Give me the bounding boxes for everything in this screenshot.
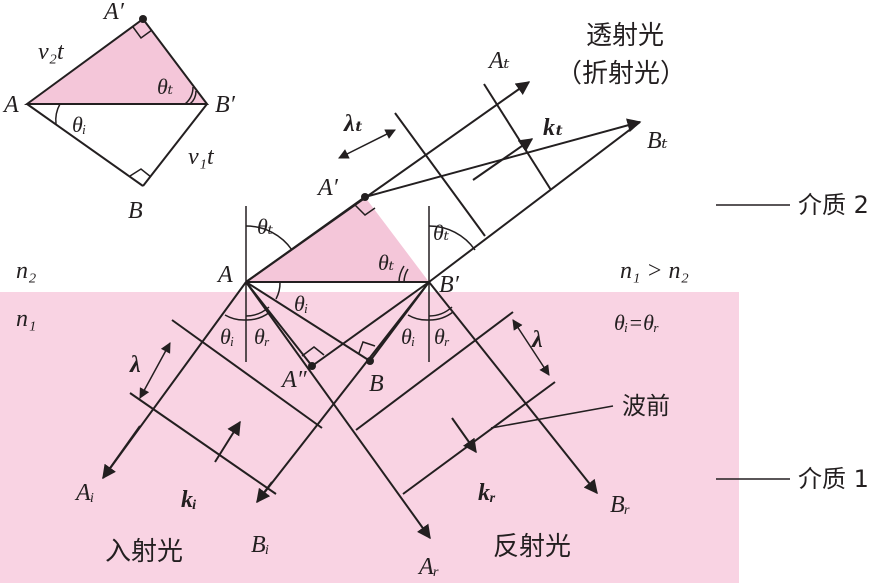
inset-label-a: A [2, 92, 19, 118]
label-medium-1: 介质 1 [798, 465, 869, 493]
label-point-b: B [369, 371, 384, 397]
label-a-t: Aₜ [487, 48, 510, 74]
angle-theta-t-triangle: θₜ [378, 250, 395, 275]
label-k-i: kᵢ [181, 487, 197, 513]
label-a-r: Aᵣ [417, 554, 440, 580]
label-point-a-double-prime: A″ [280, 367, 308, 393]
transmitted-ray-a [245, 81, 531, 283]
medium-1-region [0, 292, 739, 583]
label-n2: n₂ [16, 258, 36, 284]
label-b-r: Bᵣ [610, 492, 631, 518]
caption-refracted: （折射光） [556, 59, 686, 89]
angle-theta-i-left: θᵢ [220, 324, 234, 349]
inset-label-a-prime: A′ [102, 0, 125, 25]
main-shaded-triangle [246, 197, 429, 282]
inset-diagram: A A′ B′ B v₂t v₁t θᵢ θₜ [2, 0, 236, 224]
label-k-r: kᵣ [478, 480, 496, 506]
point-b-dot [366, 357, 374, 365]
reflected-ray-b [428, 281, 598, 495]
point-a-prime-dot [361, 193, 369, 201]
inset-label-v1t: v₁t [188, 144, 215, 170]
label-a-i: Aᵢ [74, 480, 94, 506]
angle-theta-i-right: θᵢ [401, 324, 415, 349]
inset-label-v2t: v₂t [38, 39, 65, 65]
inset-label-b: B [128, 198, 143, 224]
label-point-a: A [216, 262, 233, 288]
label-lambda-t: λₜ [343, 111, 364, 137]
inset-label-theta-i: θᵢ [72, 112, 86, 137]
caption-wavefront: 波前 [622, 392, 670, 420]
inset-label-theta-t: θₜ [157, 74, 174, 99]
label-b-i: Bᵢ [251, 532, 269, 558]
angle-theta-i-triangle: θᵢ [294, 291, 308, 316]
label-reflection-law: θᵢ=θᵣ [614, 310, 659, 335]
reflected-ray-a [245, 281, 431, 540]
angle-theta-t-right: θₜ [433, 220, 450, 245]
angle-theta-r-right: θᵣ [434, 324, 450, 349]
label-lambda-i: λ [129, 352, 141, 378]
caption-incident: 入射光 [105, 537, 183, 567]
angle-theta-t-left: θₜ [257, 214, 274, 239]
label-n1: n₁ [16, 306, 36, 332]
incident-ray-b [256, 281, 430, 503]
label-lambda-r: λ [531, 327, 543, 353]
inset-label-b-prime: B′ [215, 92, 236, 118]
label-k-t: kₜ [543, 115, 564, 141]
label-b-t: Bₜ [647, 128, 668, 154]
label-medium-2: 介质 2 [798, 191, 869, 219]
transmitted-ray-b2 [428, 121, 641, 283]
inset-point-a-prime-dot [139, 15, 147, 23]
point-a-double-prime-dot [308, 362, 316, 370]
label-point-b-prime: B′ [439, 272, 460, 298]
angle-theta-r-left: θᵣ [254, 324, 270, 349]
label-point-a-prime: A′ [316, 175, 339, 201]
caption-reflected: 反射光 [493, 532, 571, 562]
main-diagram [102, 81, 642, 540]
caption-transmitted: 透射光 [586, 21, 664, 51]
label-n1-gt-n2: n₁ > n₂ [620, 258, 689, 284]
